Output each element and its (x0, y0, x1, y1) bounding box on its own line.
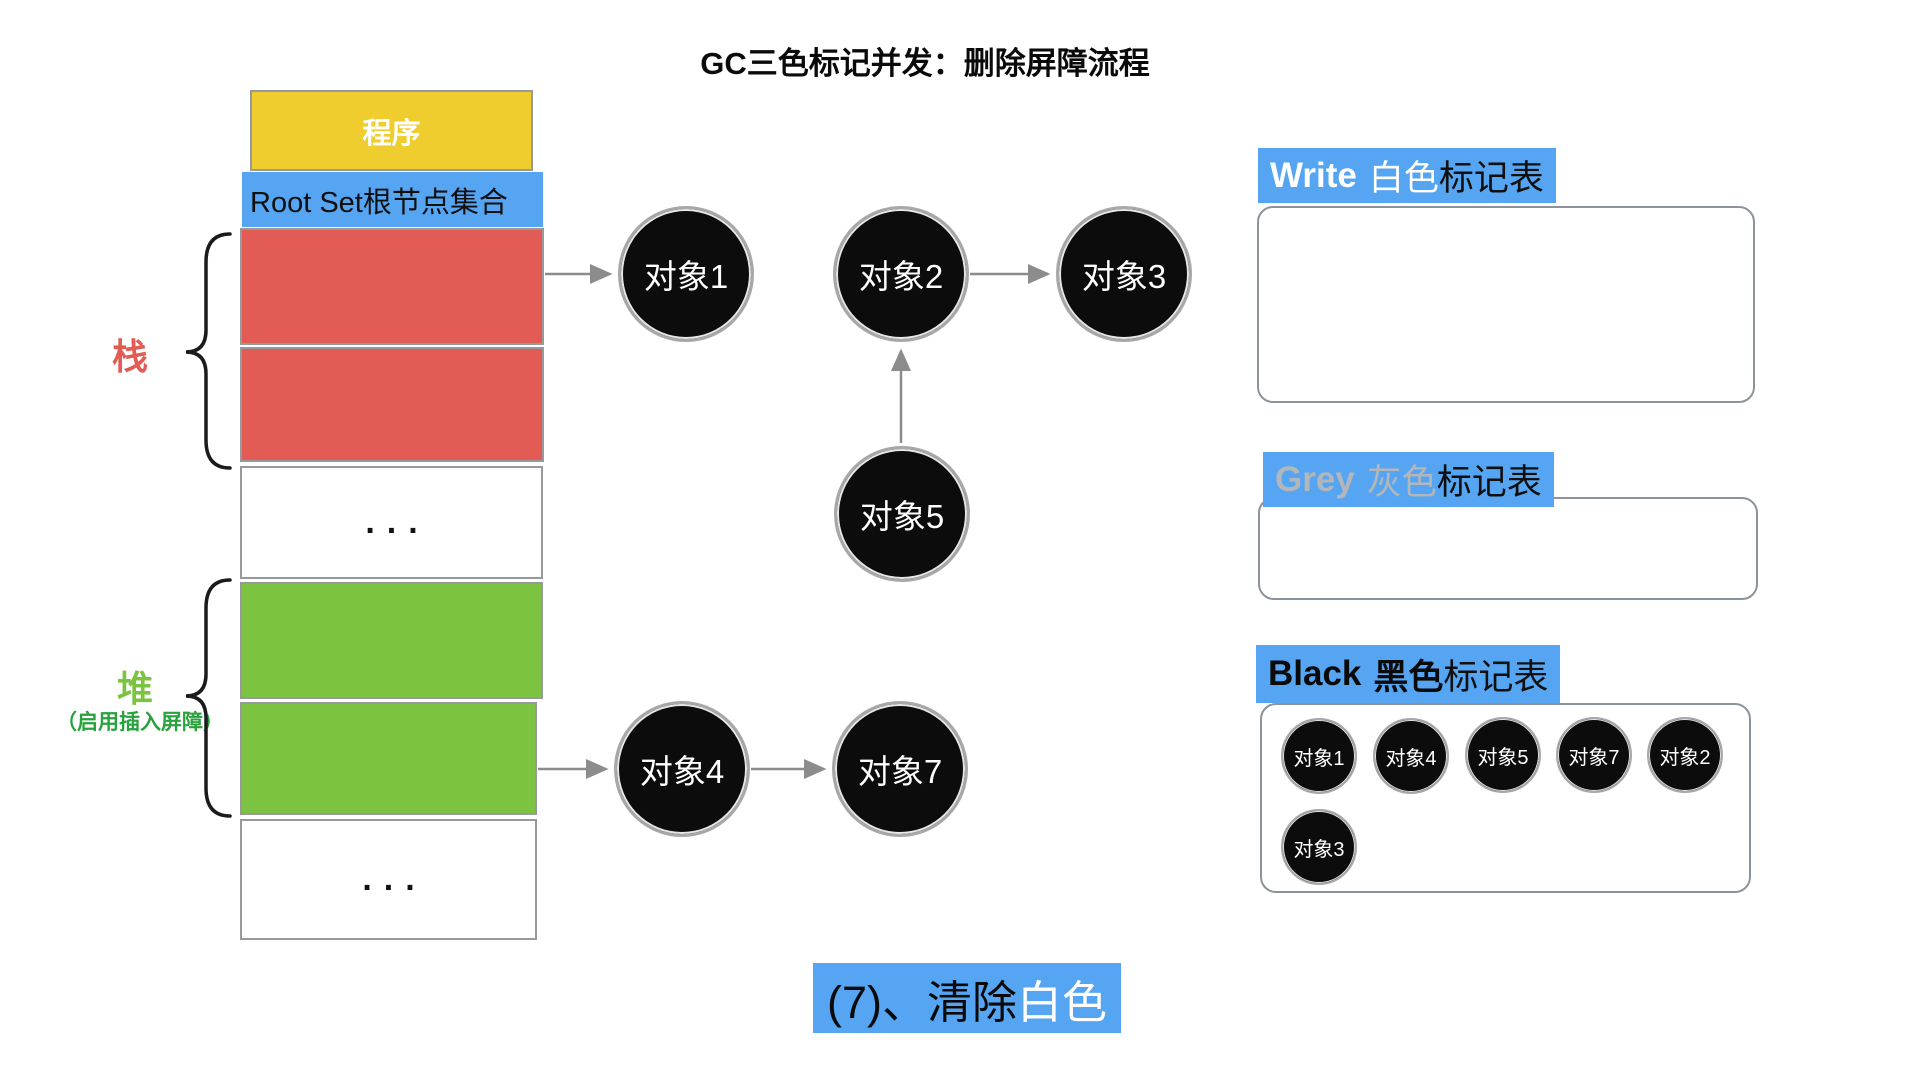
grey-table-label-suffix: 标记表 (1436, 463, 1542, 502)
item-label: 对象7 (1568, 746, 1620, 769)
rootset-box: Root Set根节点集合 (242, 172, 543, 227)
white-table-label: Write 白色 标记表 (1258, 148, 1556, 203)
step-caption-prefix: (7)、清除 (827, 976, 1017, 1028)
heap-region-note: （启用插入屏障） (56, 711, 224, 734)
memory-ellipsis-bottom: ... (240, 819, 537, 940)
graph-node-object3: 对象3 (1056, 206, 1192, 342)
graph-node-object4: 对象4 (614, 701, 750, 837)
node-label: 对象7 (857, 753, 943, 790)
stack-brace (185, 232, 232, 470)
node-label: 对象1 (643, 258, 729, 295)
black-table-item: 对象4 (1373, 718, 1449, 794)
black-table-item: 对象5 (1465, 717, 1541, 793)
black-table-item: 对象1 (1281, 718, 1357, 794)
black-table-label-en: Black (1268, 654, 1362, 693)
white-mark-table (1257, 206, 1755, 403)
program-label: 程序 (362, 117, 421, 150)
program-box: 程序 (250, 90, 533, 171)
page-title: GC三色标记并发：删除屏障流程 (700, 46, 1150, 81)
item-label: 对象2 (1659, 746, 1711, 769)
heap-slot-1 (240, 582, 543, 699)
node-label: 对象4 (639, 753, 725, 790)
rootset-label: Root Set根节点集合 (250, 186, 508, 219)
heap-slot-2 (240, 702, 537, 815)
item-label: 对象3 (1293, 838, 1345, 861)
white-table-label-suffix: 标记表 (1438, 159, 1544, 198)
white-table-label-en: Write (1270, 155, 1357, 195)
node-label: 对象5 (859, 498, 945, 535)
stack-slot-2 (240, 347, 544, 462)
step-caption-highlight: 白色 (1017, 976, 1108, 1028)
grey-table-label: Grey 灰色 标记表 (1263, 452, 1554, 507)
black-table-label: Black 黑色 标记表 (1256, 645, 1561, 703)
grey-table-label-colorword: 灰色 (1366, 463, 1437, 502)
black-table-label-suffix: 标记表 (1443, 657, 1549, 697)
ellipsis-text: ... (362, 860, 427, 898)
black-table-item: 对象7 (1556, 717, 1632, 793)
item-label: 对象4 (1385, 747, 1437, 770)
black-table-item: 对象3 (1281, 809, 1357, 885)
stack-region-label: 栈 (111, 336, 148, 377)
memory-ellipsis-top: ... (240, 466, 543, 579)
ellipsis-text: ... (365, 503, 430, 541)
heap-region-label: 堆 (116, 668, 153, 709)
grey-table-label-en: Grey (1275, 459, 1355, 499)
node-label: 对象3 (1081, 258, 1167, 295)
black-table-item: 对象2 (1647, 717, 1723, 793)
grey-mark-table (1258, 497, 1758, 600)
stack-slot-1 (240, 228, 544, 345)
item-label: 对象1 (1293, 747, 1345, 770)
white-table-label-colorword: 白色 (1368, 159, 1439, 198)
step-caption: (7)、清除 白色 (813, 963, 1122, 1033)
graph-node-object1: 对象1 (618, 206, 754, 342)
black-table-label-colorword: 黑色 (1373, 657, 1444, 697)
graph-node-object5: 对象5 (834, 446, 970, 582)
graph-node-object7: 对象7 (832, 701, 968, 837)
graph-node-object2: 对象2 (833, 206, 969, 342)
item-label: 对象5 (1477, 746, 1529, 769)
node-label: 对象2 (858, 258, 944, 295)
